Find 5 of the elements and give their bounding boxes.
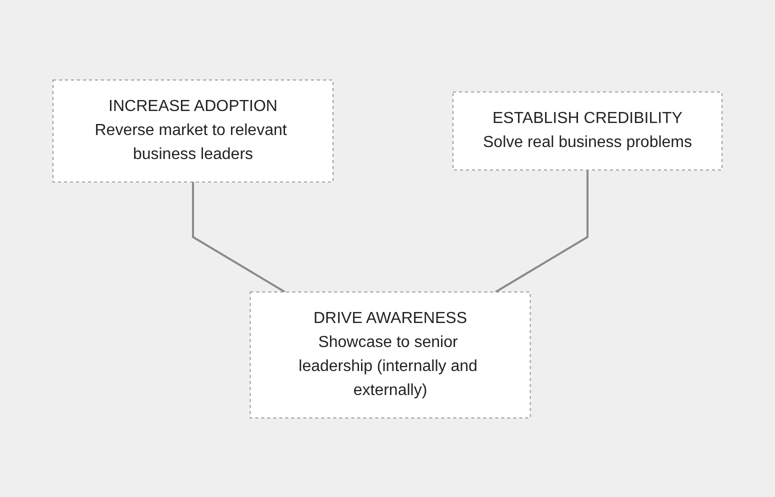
connector [495,170,588,292]
node-box: ESTABLISH CREDIBILITY Solve real business problems [452,91,722,170]
connector [192,182,286,292]
node-box: DRIVE AWARENESS Showcase to senior leadership (internally and externally) [250,291,531,418]
node-box: INCREASE ADOPTION Reverse market to relevant business leaders [52,79,334,182]
